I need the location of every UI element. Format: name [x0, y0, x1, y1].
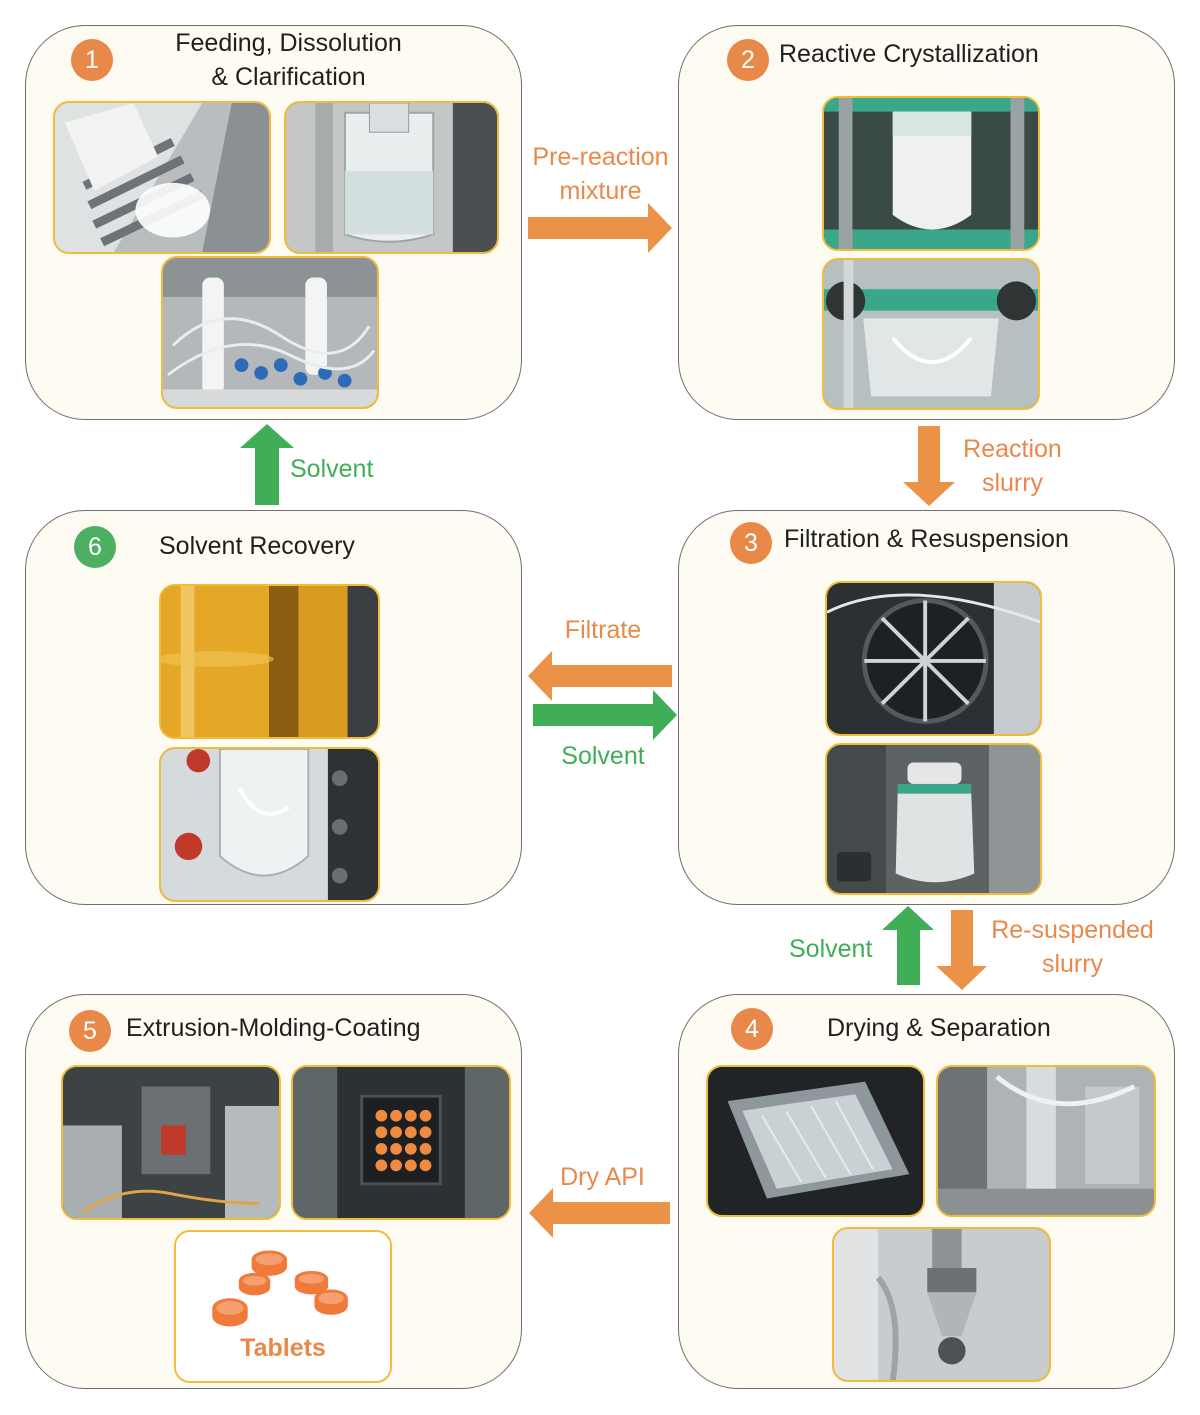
label-resuspended-slurry: Re-suspended slurry [991, 916, 1154, 978]
stage-1-photo-dissolution-vessel [284, 101, 499, 254]
stage-3-photo-resuspension-vessel [825, 743, 1042, 895]
stage-1-title-line1: Feeding, Dissolution [175, 29, 402, 57]
stage-4-photo-separator [832, 1227, 1051, 1382]
stage-1-number-badge: 1 [71, 39, 113, 81]
stage-2-box: 2 Reactive Crystallization [678, 25, 1175, 420]
stage-5-number-badge: 5 [69, 1010, 111, 1052]
stage-3-number-badge: 3 [730, 522, 772, 564]
stage-3-box: 3 Filtration & Resuspension [678, 510, 1175, 905]
label-dry-api: Dry API [560, 1163, 645, 1191]
arrow-dry-api [529, 1188, 670, 1238]
stage-3-photo-filter-wheel [825, 581, 1042, 736]
arrow-solvent-from-drying [882, 906, 934, 985]
stage-6-box: 6 Solvent Recovery [25, 510, 522, 905]
stage-4-photo-dryer-equipment [936, 1065, 1156, 1217]
stage-6-title: Solvent Recovery [159, 532, 355, 560]
stage-6-photo-solvent-columns [159, 584, 380, 739]
stage-3-title: Filtration & Resuspension [784, 525, 1069, 553]
stage-1-title-line2: & Clarification [211, 63, 366, 91]
tablets-label: Tablets [240, 1334, 326, 1362]
stage-4-number-badge: 4 [731, 1008, 773, 1050]
label-pre-reaction-mixture: Pre-reaction mixture [532, 143, 669, 205]
label-solvent-to-feeding: Solvent [290, 455, 374, 483]
stage-1-photo-clarification-pumps [161, 256, 379, 409]
stage-2-photo-crystallizer-bottom [822, 258, 1040, 410]
stage-5-box: 5 Extrusion-Molding-Coating [25, 994, 522, 1389]
stage-4-box: 4 Drying & Separation [678, 994, 1175, 1389]
stage-5-photo-mold [291, 1065, 511, 1220]
label-reaction-slurry: Reaction slurry [963, 435, 1062, 497]
arrow-filtrate [528, 651, 672, 701]
stage-4-title: Drying & Separation [827, 1014, 1051, 1042]
arrow-pre-reaction-mixture [528, 203, 672, 253]
stage-5-photo-extruder [61, 1065, 281, 1220]
stage-5-photo-tablets: Tablets [174, 1230, 392, 1383]
label-solvent-to-filtration: Solvent [561, 742, 645, 770]
label-filtrate: Filtrate [564, 616, 642, 644]
stage-4-photo-drying-tray [706, 1065, 925, 1217]
arrow-solvent-to-feeding [240, 424, 294, 505]
stage-1-photo-feeding [53, 101, 271, 254]
stage-2-number-badge: 2 [727, 39, 769, 81]
stage-6-number-badge: 6 [74, 526, 116, 568]
stage-6-photo-condenser [159, 747, 380, 902]
stage-1-title: Feeding, Dissolution & Clarification [106, 26, 471, 94]
stage-2-title: Reactive Crystallization [779, 40, 1039, 68]
stage-5-title: Extrusion-Molding-Coating [126, 1014, 421, 1042]
label-solvent-from-drying: Solvent [789, 935, 873, 963]
stage-2-photo-crystallizer-top [822, 96, 1040, 251]
arrow-solvent-to-filtration [533, 690, 677, 740]
stage-1-box: 1 Feeding, Dissolution & Clarification [25, 25, 522, 420]
